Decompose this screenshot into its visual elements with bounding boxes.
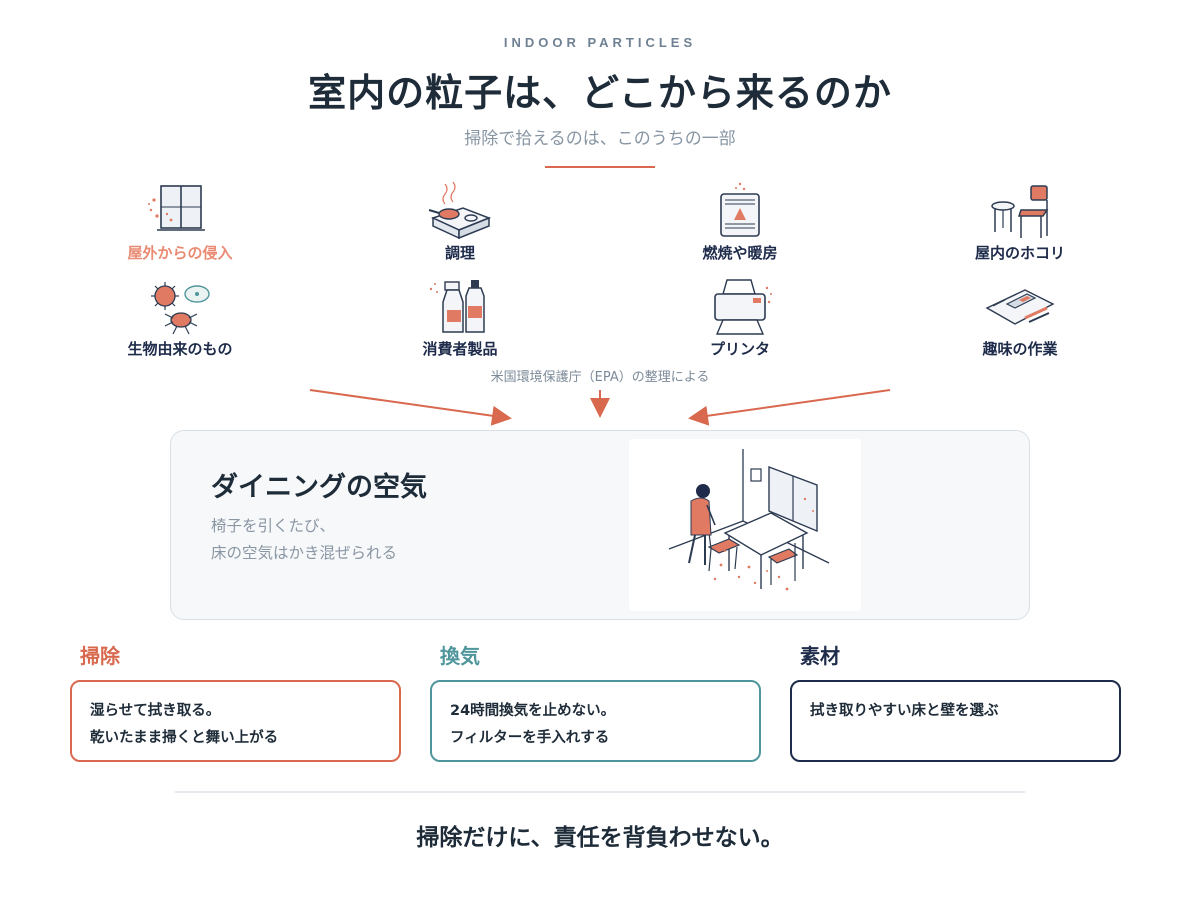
spray-bottle-icon	[429, 280, 485, 333]
room-desc-line: 床の空気はかき混ぜられる	[211, 544, 398, 562]
footer-message: 掃除だけに、責任を背負わせない。	[416, 825, 784, 851]
solution-line: 24時間換気を止めない。	[450, 703, 616, 719]
heater-icon	[720, 182, 760, 237]
room-card: ダイニングの空気 椅子を引くたび、 床の空気はかき混ぜられる	[170, 430, 1030, 620]
source-label: プリンタ	[709, 340, 770, 358]
arrow-right	[688, 389, 891, 426]
source-note: 米国環境保護庁（EPA）の整理による	[490, 370, 710, 385]
source-hobby: 趣味の作業	[910, 276, 1130, 359]
solution-box-ventilation: 24時間換気を止めない。 フィルターを手入れする	[430, 680, 761, 762]
craft-tools-icon	[985, 289, 1055, 325]
solution-heading-materials: 素材	[800, 644, 840, 668]
footer-divider	[175, 791, 1025, 793]
room-title: ダイニングの空気	[211, 472, 427, 503]
room-desc-line: 椅子を引くたび、	[211, 517, 336, 535]
solution-line: 乾いたまま掃くと舞い上がる	[90, 730, 279, 746]
solution-line: フィルターを手入れする	[450, 730, 610, 746]
dining-room-illustration	[629, 439, 861, 611]
solution-box-materials: 拭き取りやすい床と壁を選ぶ	[790, 680, 1121, 762]
stove-icon	[428, 181, 492, 240]
solution-heading-ventilation: 換気	[440, 644, 480, 668]
source-combustion: 燃焼や暖房	[630, 180, 850, 263]
page-subtitle: 掃除で拾えるのは、このうちの一部	[464, 129, 736, 149]
source-label: 趣味の作業	[982, 340, 1058, 358]
source-label: 燃焼や暖房	[702, 244, 778, 262]
solution-box-cleaning: 湿らせて拭き取る。 乾いたまま掃くと舞い上がる	[70, 680, 401, 762]
window-icon	[148, 185, 205, 231]
eyebrow-label: INDOOR PARTICLES	[503, 35, 697, 50]
solution-line: 拭き取りやすい床と壁を選ぶ	[810, 703, 999, 719]
title-divider	[545, 166, 655, 168]
source-cooking: 調理	[350, 180, 570, 263]
source-label: 調理	[444, 244, 475, 262]
arrow-left	[309, 389, 512, 426]
solution-line: 湿らせて拭き取る。	[90, 703, 221, 719]
solution-heading-cleaning: 掃除	[80, 644, 120, 668]
source-label: 屋内のホコリ	[974, 244, 1065, 262]
source-biological: 生物由来のもの	[70, 276, 290, 359]
source-outdoor: 屋外からの侵入	[70, 180, 290, 263]
source-printer: プリンタ	[630, 276, 850, 359]
room-description: 椅子を引くたび、 床の空気はかき混ぜられる	[211, 513, 397, 567]
mite-icon	[151, 282, 210, 335]
chair-icon	[991, 185, 1049, 238]
source-consumer-products: 消費者製品	[350, 276, 570, 359]
printer-icon	[714, 279, 772, 335]
source-indoor-dust: 屋内のホコリ	[910, 180, 1130, 263]
page-title: 室内の粒子は、どこから来るのか	[308, 71, 892, 115]
source-label: 屋外からの侵入	[127, 244, 233, 262]
source-label: 消費者製品	[422, 340, 498, 358]
source-label: 生物由来のもの	[127, 340, 233, 358]
